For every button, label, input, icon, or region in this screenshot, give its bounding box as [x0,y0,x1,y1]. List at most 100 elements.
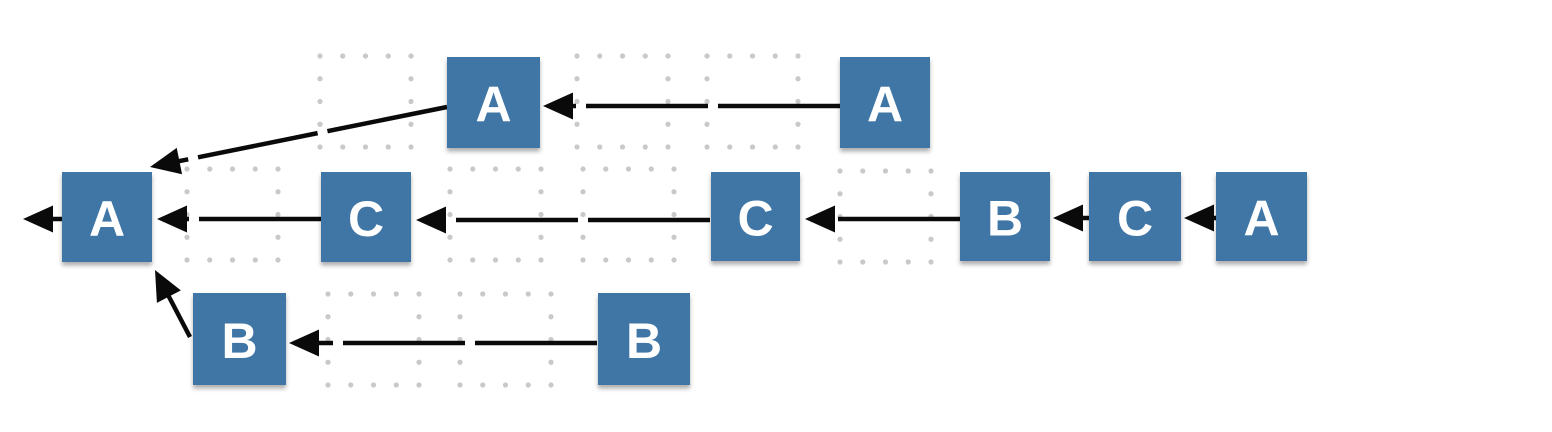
ghost-dot [795,121,801,127]
node-b-bottom-left: B [193,293,286,385]
node-label: A [89,191,125,247]
node-box [321,172,411,262]
ghost-dot [480,382,486,388]
ghost-dot [538,234,544,240]
ghost-dot [480,291,486,297]
node-label: C [737,191,773,247]
node-a-mid-left: A [62,172,152,262]
ghost-dot [538,189,544,195]
node-c-mid-2: C [711,172,800,261]
ghost-dot [837,259,843,265]
node-a-mid-right: A [1216,172,1307,261]
ghost-dot [447,234,453,240]
ghost-dot [538,211,544,218]
ghost-dot [207,166,213,172]
ghost-dot [603,166,609,172]
ghost-dot [704,53,710,59]
node-box [840,57,930,148]
ghost-dot [457,314,463,320]
ghost-dot [860,168,866,174]
node-label: A [867,77,903,133]
ghost-dot [665,144,671,150]
node-b-bottom-right: B [598,293,690,385]
ghost-dot [275,257,281,263]
ghost-dot [457,359,463,365]
node-box [1089,172,1181,261]
ghost-dot [548,314,554,320]
arrow-head [157,205,187,233]
ghost-dot [447,211,453,218]
arrow-a-top-left-to-mid-a [150,104,448,175]
ghost-dot [642,53,648,59]
ghost-dot [385,144,391,150]
ghost-dot [603,257,609,263]
ghost-dot [727,144,733,150]
ghost-bottom-2 [457,291,554,388]
ghost-dot [275,211,281,218]
ghost-bottom-1 [325,291,422,388]
ghost-dot [515,257,521,263]
arrow-a-right-to-c3 [1184,204,1216,232]
ghost-dot [704,98,710,105]
ghost-dot [252,166,258,172]
ghost-dot [393,382,399,388]
ghost-dot [502,382,509,388]
ghost-dot [408,98,414,105]
arrow-head [1184,204,1214,232]
node-box [62,172,152,262]
ghost-dot [362,53,369,59]
arrow-shaft [162,287,192,339]
node-b-mid: B [960,172,1050,261]
ghost-dot [580,257,586,263]
arrow-head [23,205,53,233]
ghost-dot [275,234,281,240]
ghost-dot [574,121,580,127]
ghost-dot [515,166,521,172]
arrow-head [805,205,835,233]
ghost-dot [525,291,531,297]
ghost-dot [665,53,671,59]
node-c-mid-3: C [1089,172,1181,261]
arrow-head [150,147,183,175]
ghost-dot [882,168,889,174]
ghost-dot [749,144,756,150]
ghost-dot [574,76,580,82]
ghost-dot [275,166,281,172]
ghost-dot [470,257,476,263]
arrow-head [289,329,319,357]
arrow-shaft [170,104,448,166]
ghost-dot [619,144,626,150]
ghost-dot [772,53,778,59]
node-label: A [475,77,511,133]
ghost-dot [548,291,554,297]
ghost-dot [492,166,499,172]
ghost-dot [408,53,414,59]
arrow-c1-to-mid-a [157,205,321,233]
ghost-dot [928,168,934,174]
ghost-dot [538,257,544,263]
ghost-dot [772,144,778,150]
ghost-dot [325,382,331,388]
ghost-mid-1 [184,166,281,263]
ghost-dot [252,257,258,263]
ghost-dot [416,382,422,388]
ghost-dot [525,382,531,388]
ghost-dot [325,359,331,365]
ghost-dot [229,257,236,263]
node-a-top-left: A [447,57,540,148]
ghost-dot [457,291,463,297]
arrow-head [155,270,181,303]
ghost-dot [457,382,463,388]
ghost-dot [597,144,603,150]
ghost-dot [470,166,476,172]
ghost-dot [704,121,710,127]
node-box [598,293,690,385]
ghost-dot [704,144,710,150]
ghost-dot [325,291,331,297]
node-label: C [1117,191,1153,247]
ghost-dot [348,291,354,297]
ghost-mid-2 [447,166,544,263]
ghost-dot [580,234,586,240]
